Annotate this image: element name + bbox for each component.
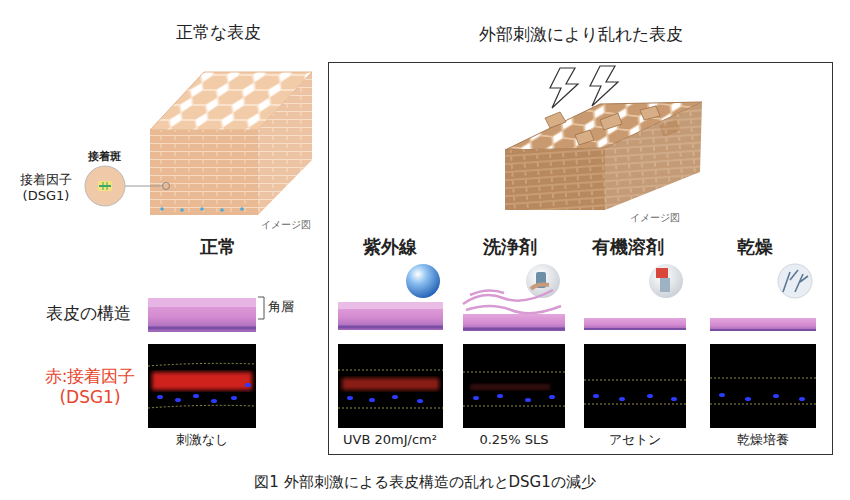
condition-note: 0.25% SLS [479,432,548,448]
condition-note: 乾燥培養 [737,432,789,448]
panel-box: 外部刺激により乱れた表皮 [328,62,833,455]
condition-note: アセトン [609,432,661,448]
part-name: 接着因子 (DSG1) [9,172,83,205]
part-name: 角層 [268,299,294,315]
part-name: 接着斑 [88,150,121,164]
image-note: イメージ図 [261,219,311,232]
panel-heading: 外部刺激により乱れた表皮 [329,23,832,46]
image-note: イメージ図 [630,212,680,225]
column-heading: 正常な表皮 [176,22,261,43]
row-name: 表皮の構造 [46,303,131,324]
condition-note: UVB 20mJ/cm² [343,432,437,448]
condition-name: 紫外線 [363,236,417,259]
condition-note: 刺激なし [176,432,228,448]
condition-name: 乾燥 [737,236,773,259]
condition-name: 有機溶剤 [592,236,664,259]
condition-name: 洗浄剤 [483,236,537,259]
figure-caption: 図1 外部刺激による表皮構造の乱れとDSG1の減少 [0,473,850,492]
stain-note: 赤:接着因子 (DSG1) [34,366,146,409]
condition-name: 正常 [200,236,236,259]
